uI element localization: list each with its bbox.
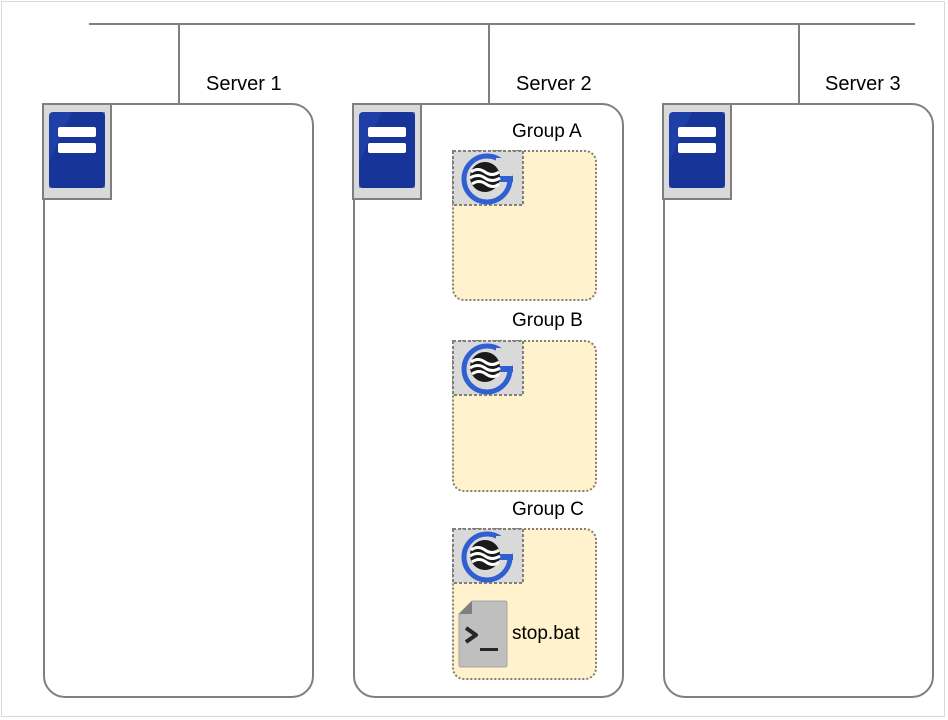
- server-1-link: [178, 24, 180, 104]
- group-icon: [452, 150, 524, 206]
- group-c-label: Group C: [512, 499, 584, 520]
- group-a-label: Group A: [512, 121, 582, 142]
- server-icon: [352, 103, 422, 200]
- server-3-label: Server 3: [825, 73, 901, 95]
- server-1-box: [43, 103, 314, 698]
- network-bus: [89, 23, 915, 25]
- group-icon: [452, 340, 524, 396]
- script-label: stop.bat: [512, 623, 580, 644]
- server-1-label: Server 1: [206, 73, 282, 95]
- server-icon: [662, 103, 732, 200]
- server-2-label: Server 2: [516, 73, 592, 95]
- server-3-box: [663, 103, 934, 698]
- server-3-link: [798, 24, 800, 104]
- group-b-label: Group B: [512, 310, 583, 331]
- group-icon: [452, 528, 524, 584]
- server-2-link: [488, 24, 490, 104]
- script-file-icon: [458, 600, 508, 668]
- server-icon: [42, 103, 112, 200]
